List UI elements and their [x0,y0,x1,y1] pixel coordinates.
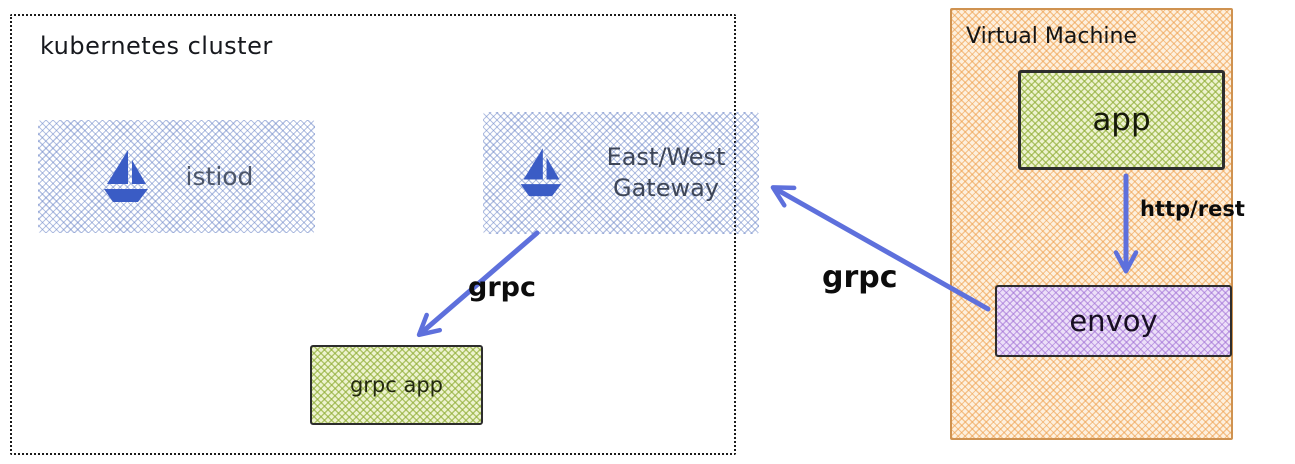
app-node: app [1018,70,1225,170]
envoy-label: envoy [1069,304,1158,338]
grpc-edge-label-envoy-to-gateway: grpc [822,260,898,295]
grpc-app-node: grpc app [310,345,483,425]
gateway-label: East/West Gateway [606,142,726,202]
sailboat-icon [100,148,152,206]
envoy-node: envoy [995,285,1232,357]
east-west-gateway-node: East/West Gateway [483,112,759,234]
istiod-label: istiod [185,162,254,191]
app-label: app [1092,102,1151,138]
virtual-machine-title: Virtual Machine [966,24,1137,49]
kubernetes-cluster-title: kubernetes cluster [40,32,273,60]
sailboat-icon [517,145,565,201]
grpc-edge-label-gateway-to-app: grpc [468,272,536,303]
istiod-node: istiod [38,120,315,233]
http-rest-edge-label: http/rest [1140,197,1245,221]
grpc-app-label: grpc app [349,373,444,397]
kubernetes-cluster-boundary: kubernetes cluster [10,14,736,455]
